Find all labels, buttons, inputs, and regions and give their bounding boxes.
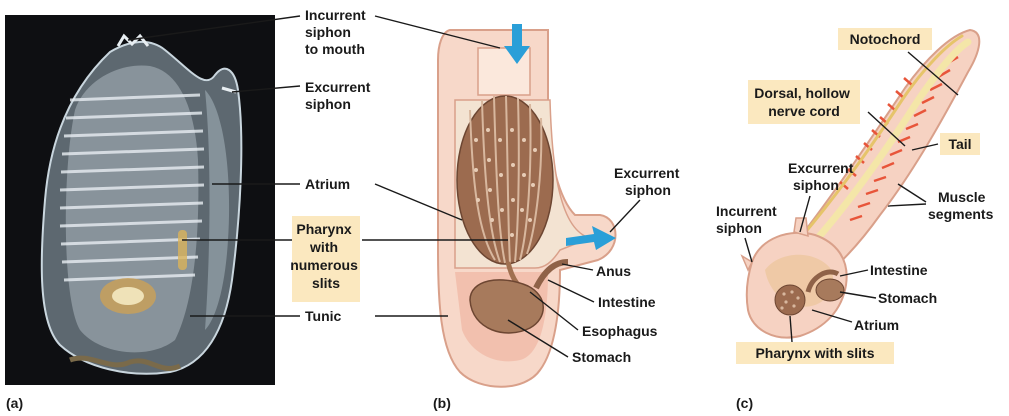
panel-c: Notochord Dorsal, hollow nerve cord Tail…	[716, 28, 994, 411]
label-a-atrium: Atrium	[305, 176, 350, 192]
leader-c-muscle-2	[888, 204, 926, 206]
label-a-incurrent: Incurrent siphon to mouth	[305, 7, 370, 57]
label-c-intestine: Intestine	[870, 262, 928, 278]
panel-a-gut-inner	[112, 287, 144, 305]
panel-a-yellow-strip	[178, 230, 187, 270]
panel-b: Excurrent siphon Anus Intestine Esophagu…	[362, 16, 683, 411]
panel-c-letter: (c)	[736, 395, 753, 411]
label-a-tunic: Tunic	[305, 308, 342, 324]
label-b-esophagus: Esophagus	[582, 323, 658, 339]
label-a-excurrent: Excurrent siphon	[305, 79, 374, 112]
label-c-muscle: Muscle segments	[928, 189, 994, 222]
leader-c-muscle-1	[898, 184, 926, 202]
label-c-notochord: Notochord	[850, 31, 921, 47]
label-b-stomach: Stomach	[572, 349, 631, 365]
leader-c-stomach	[840, 292, 876, 298]
label-c-tail: Tail	[948, 136, 971, 152]
panel-a-letter: (a)	[6, 395, 23, 411]
leader-b-excurrent	[610, 200, 640, 232]
panel-a: Incurrent siphon to mouth Excurrent siph…	[5, 7, 374, 411]
label-b-excurrent: Excurrent siphon	[614, 165, 683, 198]
label-c-pharynx: Pharynx with slits	[755, 345, 874, 361]
label-c-atrium: Atrium	[854, 317, 899, 333]
label-c-incurrent: Incurrent siphon	[716, 203, 781, 236]
panel-c-pharynx	[775, 285, 805, 315]
panel-b-letter: (b)	[433, 395, 451, 411]
label-b-intestine: Intestine	[598, 294, 656, 310]
label-b-anus: Anus	[596, 263, 631, 279]
label-c-stomach: Stomach	[878, 290, 937, 306]
panel-c-stomach	[816, 279, 844, 301]
